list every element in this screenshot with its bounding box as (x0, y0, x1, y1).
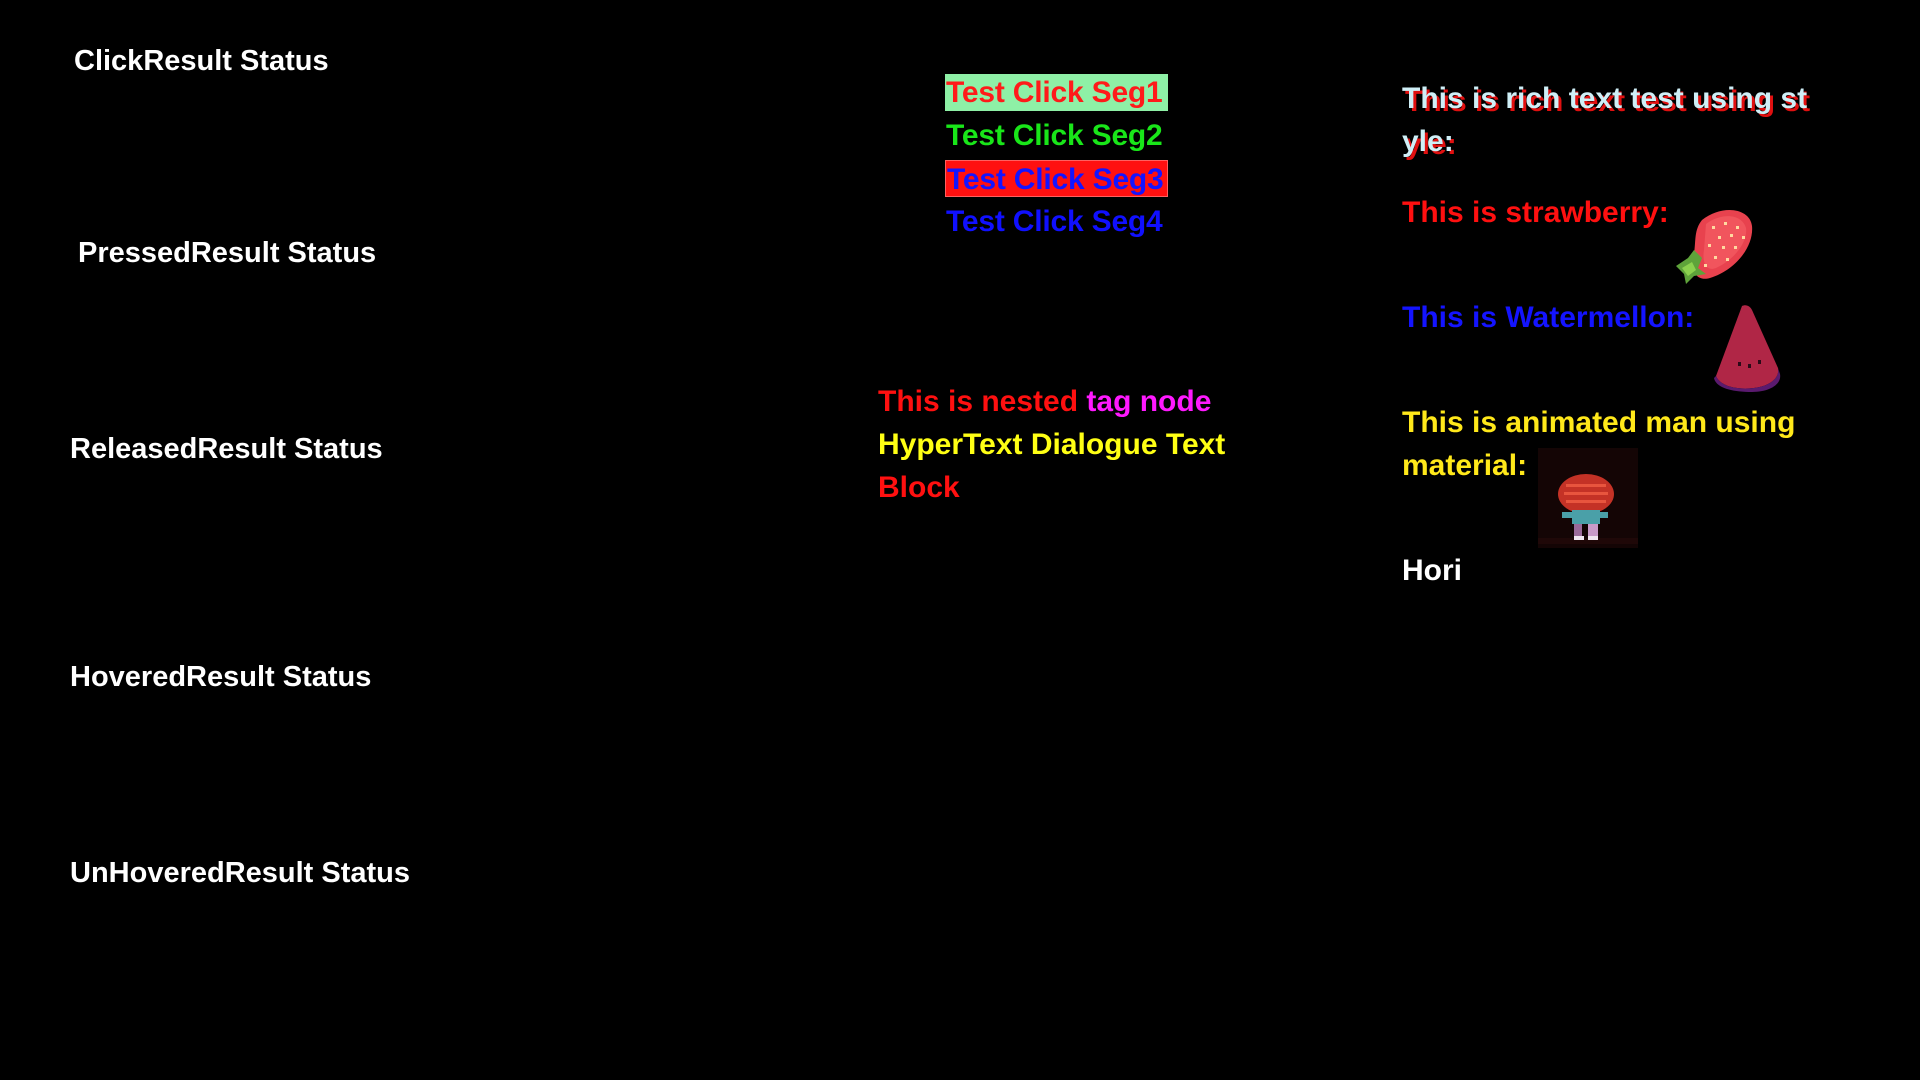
click-result-status: ClickResult Status (74, 45, 329, 77)
released-result-status: ReleasedResult Status (70, 433, 383, 465)
nested-hypertext-block: This is nested tag node HyperText Dialog… (878, 380, 1258, 509)
hovered-result-status: HoveredResult Status (70, 661, 372, 693)
rich-text-watermelon: This is Watermellon: (1402, 301, 1695, 334)
test-click-seg2-label: Test Click Seg2 (946, 119, 1163, 152)
rich-text-style-line: This is rich text test using style: (1402, 82, 1808, 158)
watermelon-icon (1710, 302, 1782, 397)
nested-tag-node: tag node (1086, 385, 1212, 418)
nested-text-part4: Block (878, 471, 960, 504)
nested-text-part1: This is nested (878, 385, 1087, 418)
unhovered-result-status: UnHoveredResult Status (70, 857, 411, 889)
test-click-seg1[interactable]: Test Click Seg1 (945, 74, 1168, 111)
strawberry-icon (1672, 200, 1754, 289)
test-click-segments: Test Click Seg1 Test Click Seg2 Test Cli… (945, 74, 1170, 246)
animated-man-icon (1538, 448, 1638, 553)
pressed-result-status: PressedResult Status (78, 237, 377, 269)
rich-text-strawberry: This is strawberry: (1402, 196, 1669, 229)
nested-text-part3: HyperText Dialogue Text (878, 428, 1226, 461)
rich-text-hori: Hori (1402, 554, 1462, 587)
test-click-seg2[interactable]: Test Click Seg2 (945, 117, 1168, 154)
test-click-seg3[interactable]: Test Click Seg3 (945, 160, 1168, 197)
rich-text-animated-man: This is animated man using material: (1402, 406, 1796, 482)
test-click-seg4[interactable]: Test Click Seg4 (946, 205, 1163, 238)
